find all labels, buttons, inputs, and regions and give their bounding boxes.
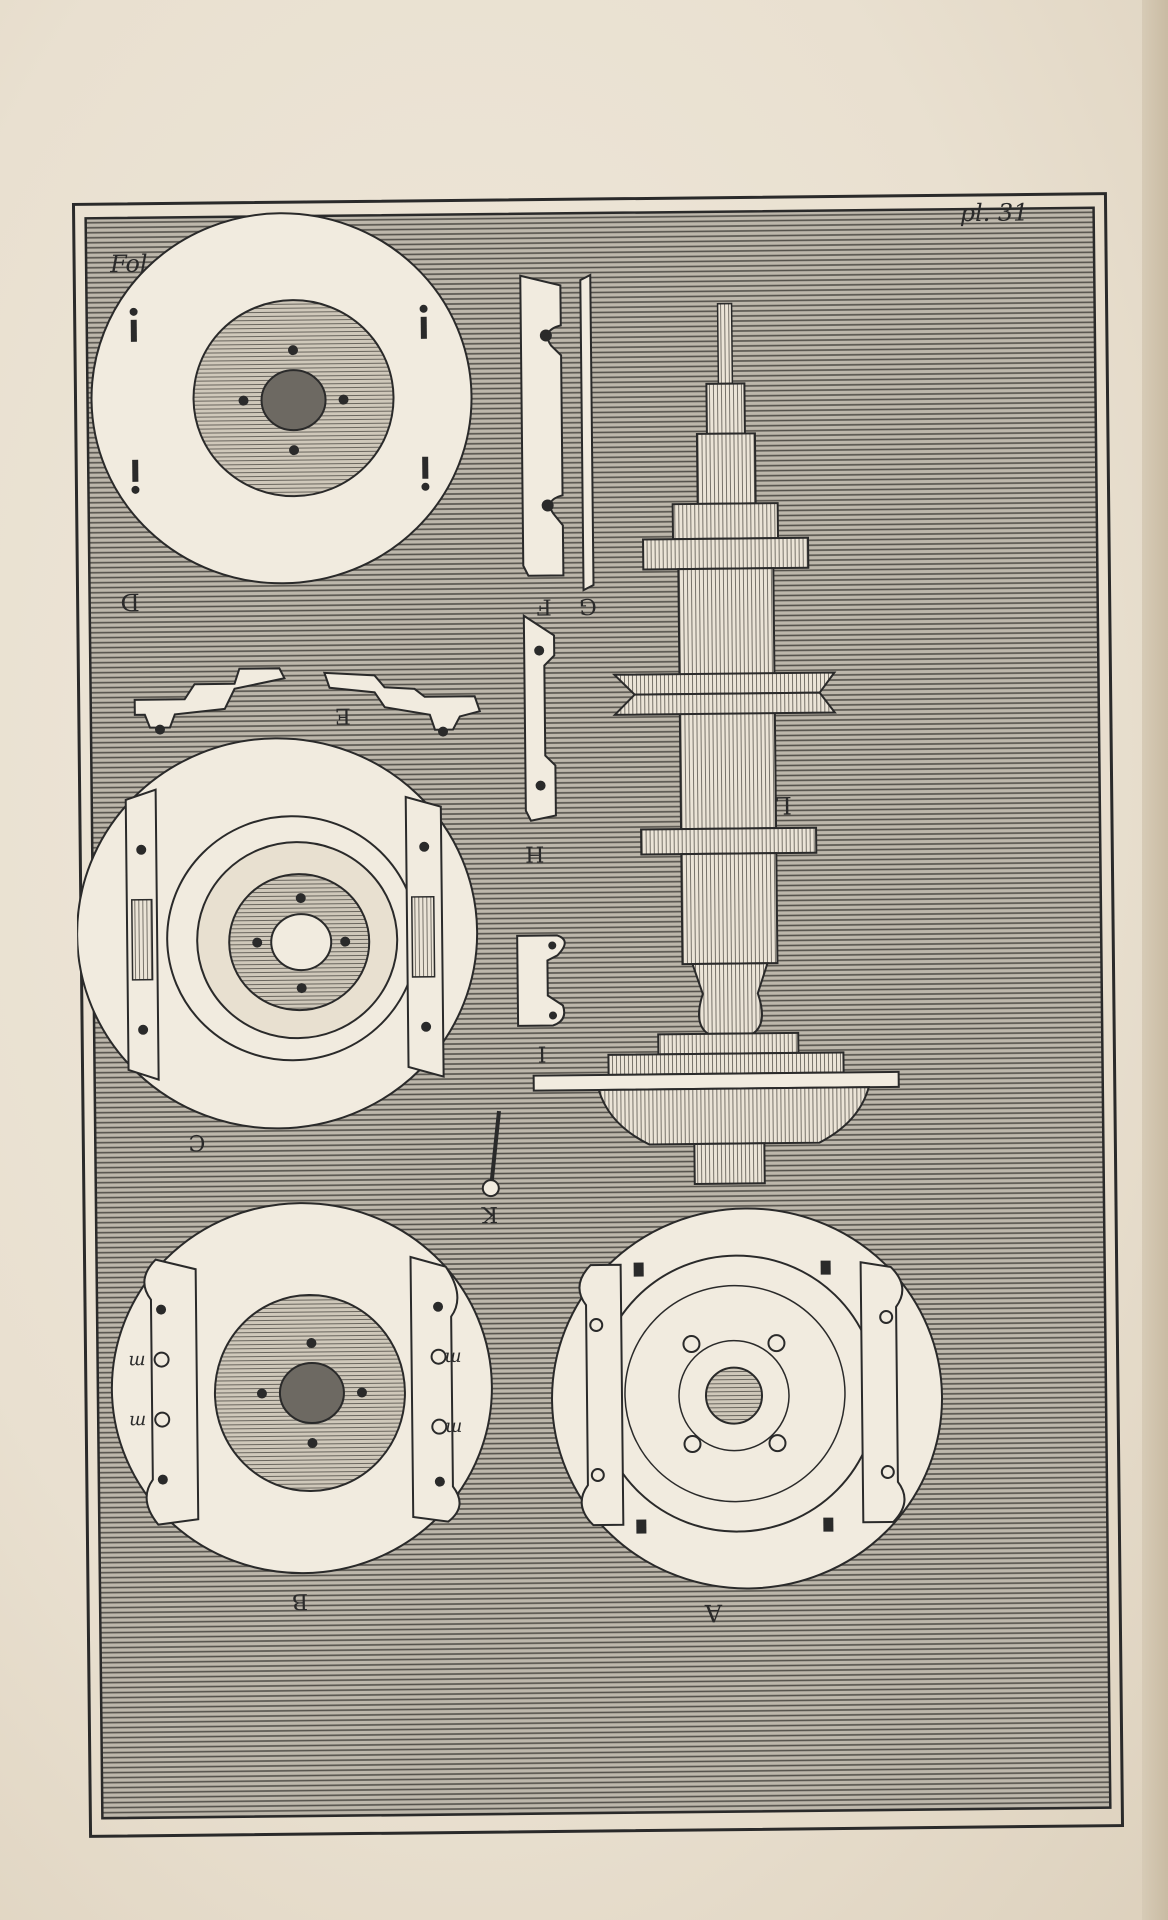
- figure-e-clamp: [133, 667, 482, 737]
- label-d: D: [120, 588, 140, 616]
- label-a: A: [704, 1599, 723, 1627]
- figure-b-disc: [110, 1202, 493, 1575]
- label-m-4: m: [445, 1417, 462, 1438]
- label-f: F: [536, 593, 552, 618]
- label-h: H: [525, 841, 544, 866]
- label-k: K: [481, 1201, 498, 1226]
- figure-l-spindle: [532, 302, 900, 1186]
- figure-f-bar: [519, 274, 565, 577]
- figure-d-disc: [90, 212, 473, 585]
- label-c: C: [188, 1129, 205, 1154]
- label-m-1: m: [128, 1351, 145, 1372]
- page-edge: [1142, 0, 1168, 1920]
- label-l: L: [776, 791, 792, 819]
- figure-i-bracket: [516, 934, 566, 1027]
- plate-number-text: pl. 31: [959, 198, 1028, 227]
- plate-border-outer: [71, 192, 1125, 1838]
- label-m-2: m: [129, 1411, 146, 1432]
- figure-k-pin: [481, 1110, 501, 1198]
- label-i: I: [538, 1041, 547, 1066]
- label-g: G: [579, 593, 597, 618]
- figure-c-disc: [76, 737, 479, 1130]
- figure-g-bar: [579, 273, 595, 592]
- figure-h-bar: [522, 613, 557, 822]
- label-e: E: [335, 703, 351, 728]
- figure-a-disc: [551, 1207, 944, 1590]
- engraved-plate: Fol. 95 pl. 31 D F G E: [69, 190, 1126, 1841]
- label-m-3: m: [444, 1347, 461, 1368]
- label-b: B: [292, 1588, 308, 1613]
